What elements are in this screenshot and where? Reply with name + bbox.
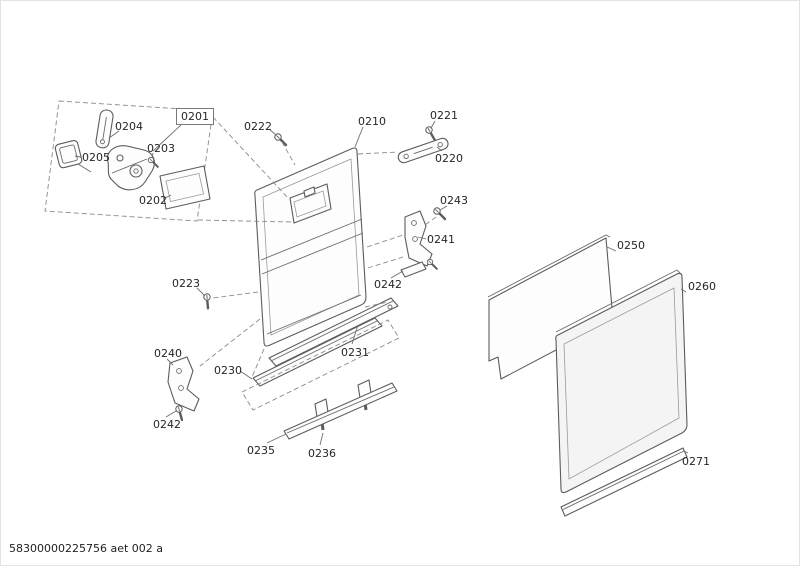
part-0235-0236-base-rail: [283, 379, 398, 440]
leader-lines: [74, 120, 689, 454]
part-label-0202: 0202: [139, 194, 167, 207]
part-label-0223: 0223: [172, 277, 200, 290]
part-label-0236: 0236: [308, 447, 336, 460]
part-label-0230: 0230: [214, 364, 242, 377]
part-label-0260: 0260: [688, 280, 716, 293]
part-label-0242-right: 0242: [374, 278, 402, 291]
screw-0223: [198, 291, 217, 310]
document-number: 58300000225756 aet 002 a: [9, 542, 164, 555]
part-label-0240: 0240: [154, 347, 182, 360]
part-0240-hinge-left: [167, 356, 200, 412]
latch-assembly-box: [44, 100, 214, 222]
part-label-0203: 0203: [147, 142, 175, 155]
screw-0221: [422, 124, 439, 141]
part-0231-strip: [268, 297, 399, 367]
part-0260-outer-door: [555, 269, 688, 494]
part-label-0205: 0205: [82, 151, 110, 164]
part-0241-hinge-right: [404, 210, 433, 267]
part-label-0201: 0201: [176, 108, 214, 125]
part-label-0204: 0204: [115, 120, 143, 133]
part-0271-strip: [560, 447, 688, 517]
part-0202-frame: [159, 165, 211, 210]
part-label-0222: 0222: [244, 120, 272, 133]
part-label-0242-left: 0242: [153, 418, 181, 431]
part-door-latch: [106, 145, 155, 191]
part-label-0235: 0235: [247, 444, 275, 457]
part-0220-hinge-arm: [397, 137, 449, 164]
detergent-dispenser: [289, 183, 332, 224]
part-label-0241: 0241: [427, 233, 455, 246]
part-0242-bracket-right: [400, 258, 438, 278]
part-label-0221: 0221: [430, 109, 458, 122]
screw-0222: [273, 132, 288, 147]
part-0210-inner-door: [254, 147, 367, 347]
part-label-0231: 0231: [341, 346, 369, 359]
part-label-0210: 0210: [358, 115, 386, 128]
part-0250-panel: [487, 234, 614, 380]
part-label-0220: 0220: [435, 152, 463, 165]
part-0230-strip: [252, 317, 383, 387]
projection-lines: [197, 116, 437, 411]
part-label-0250: 0250: [617, 239, 645, 252]
part-0204-latch-spring: [95, 109, 114, 149]
part-label-0271: 0271: [682, 455, 710, 468]
part-0205-microswitch: [54, 139, 92, 173]
part-label-0243: 0243: [440, 194, 468, 207]
